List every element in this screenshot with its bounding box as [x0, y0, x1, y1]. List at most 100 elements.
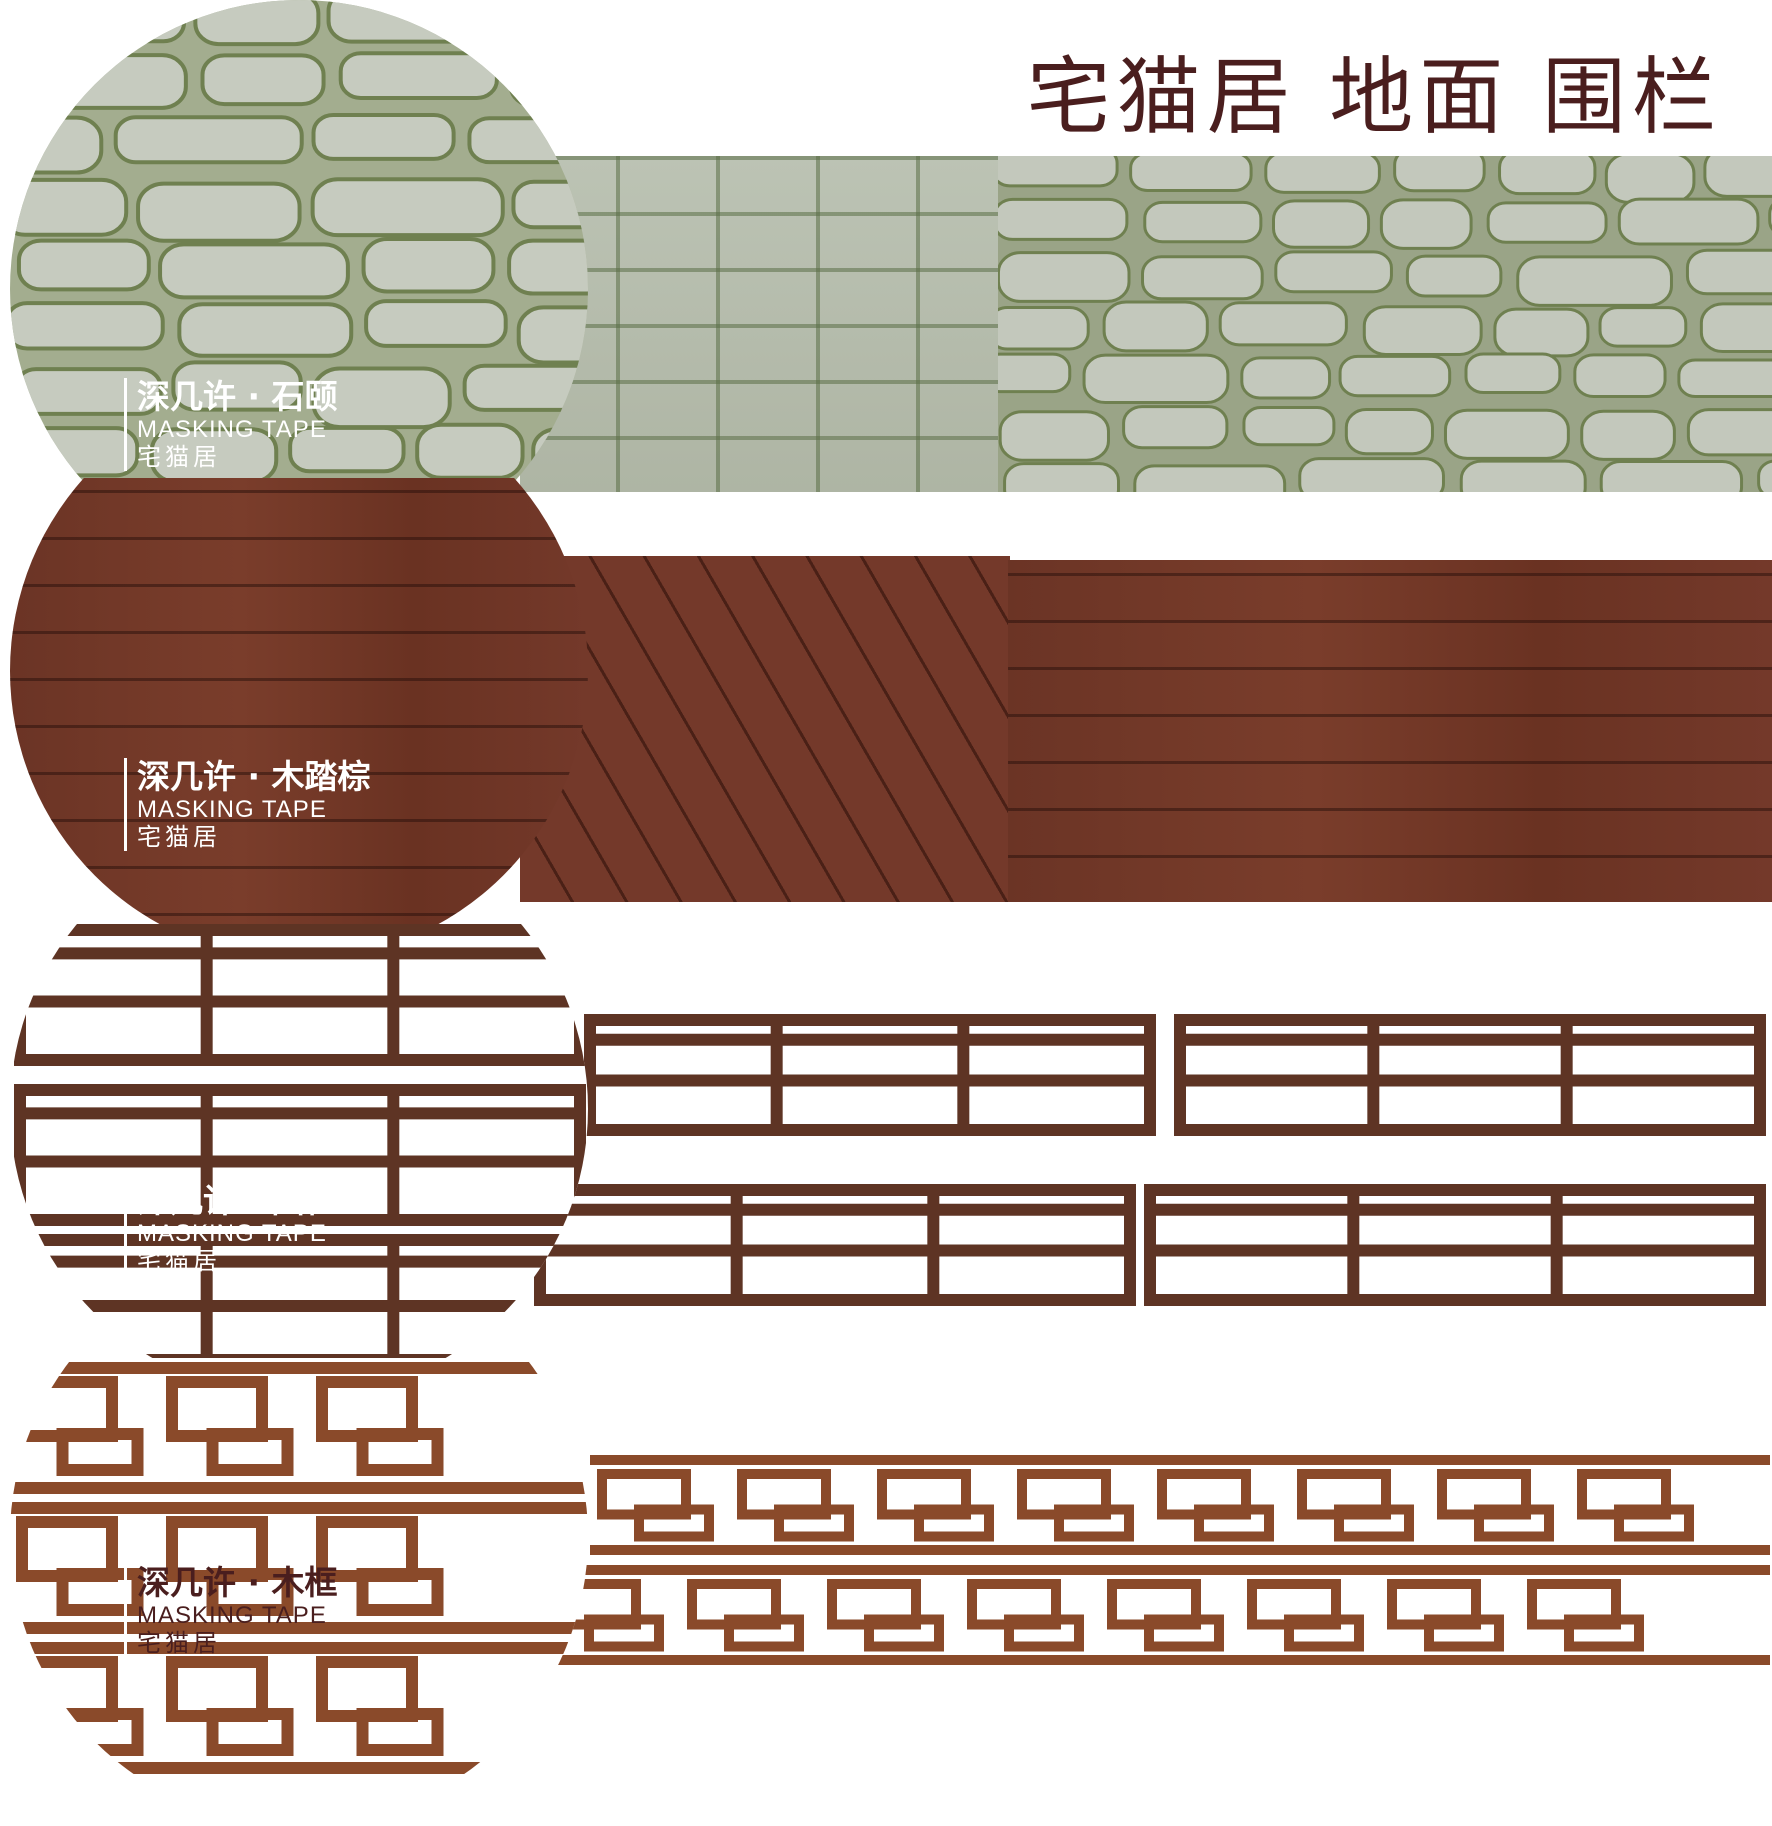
stone — [511, 179, 588, 230]
stone — [1242, 405, 1336, 447]
stone — [1298, 457, 1445, 492]
stone — [364, 299, 508, 348]
stone — [1573, 353, 1667, 399]
stone-tile-strip — [520, 156, 998, 492]
stone — [326, 0, 522, 44]
tape-name: 深几许 · 石颐 — [137, 377, 338, 416]
stone — [531, 0, 588, 48]
stone — [462, 363, 588, 412]
stone — [1598, 306, 1688, 348]
stone — [1143, 200, 1263, 244]
tape-name: 深几许 · 围栏 — [137, 1181, 338, 1220]
wood-diagonal-strip — [520, 556, 1010, 902]
stone — [1405, 254, 1503, 298]
stone — [338, 51, 499, 101]
stone — [1685, 248, 1772, 296]
stone — [998, 156, 1119, 188]
tape-roll-railing: 深几许 · 围栏 MASKING TAPE 宅猫居 — [10, 924, 588, 1398]
stone — [1274, 250, 1393, 294]
stone — [998, 305, 1090, 351]
wood-plank-strip — [1008, 560, 1772, 902]
stone — [136, 181, 302, 243]
tape-brand: 宅猫居 — [137, 1246, 221, 1275]
stone — [17, 0, 187, 44]
stone — [171, 360, 303, 412]
stone — [113, 115, 304, 165]
stone — [1604, 156, 1696, 204]
stone — [310, 177, 505, 238]
tape-brand: 宅猫居 — [137, 1628, 221, 1657]
stone — [998, 410, 1110, 462]
stone — [10, 177, 129, 237]
stone — [1699, 302, 1772, 354]
stone — [998, 251, 1131, 303]
tape-subtitle: MASKING TAPE — [137, 1601, 327, 1629]
stone — [1240, 356, 1332, 400]
stone — [1580, 409, 1676, 461]
tape-label: 深几许 · 木框 MASKING TAPE 宅猫居 — [124, 1563, 338, 1658]
tape-roll-lattice: 深几许 · 木框 MASKING TAPE 宅猫居 — [10, 1358, 588, 1826]
stone — [1493, 307, 1590, 358]
tape-label: 深几许 · 木踏棕 MASKING TAPE 宅猫居 — [124, 757, 371, 852]
stone — [1486, 201, 1608, 244]
stone — [1599, 460, 1744, 492]
stone — [467, 116, 588, 165]
stone — [10, 301, 165, 351]
tape-label: 深几许 · 石颐 MASKING TAPE 宅猫居 — [124, 377, 338, 472]
stone — [1757, 459, 1772, 492]
stone — [1686, 408, 1772, 457]
stone — [16, 238, 151, 292]
stone — [516, 305, 588, 365]
stone — [10, 115, 104, 175]
stone — [1338, 354, 1452, 398]
tape-brand: 宅猫居 — [137, 442, 221, 471]
railing-strips — [534, 1014, 1766, 1306]
stone — [288, 425, 406, 474]
stone — [1133, 464, 1287, 492]
stone — [1617, 197, 1760, 246]
stone — [1129, 156, 1253, 192]
tape-brand: 宅猫居 — [137, 822, 221, 851]
stone — [10, 426, 140, 478]
tape-roll-wood: 深几许 · 木踏棕 MASKING TAPE 宅猫居 — [10, 478, 588, 960]
stone — [1379, 198, 1473, 250]
stone — [1459, 459, 1587, 492]
stone — [1362, 305, 1483, 356]
stone — [177, 302, 354, 358]
tape-subtitle: MASKING TAPE — [137, 415, 327, 443]
stone — [508, 54, 588, 108]
stone — [1082, 353, 1230, 405]
tape-subtitle: MASKING TAPE — [137, 1219, 327, 1247]
stone — [193, 0, 321, 47]
stone — [507, 238, 588, 296]
tape-label: 深几许 · 围栏 MASKING TAPE 宅猫居 — [124, 1181, 338, 1276]
tape-subtitle: MASKING TAPE — [137, 795, 327, 823]
stone — [1703, 156, 1772, 198]
stone — [1218, 301, 1348, 347]
stone — [1443, 408, 1570, 460]
stone — [1264, 156, 1381, 194]
stone — [1344, 408, 1434, 456]
stone — [1122, 405, 1229, 450]
stone — [1464, 352, 1562, 395]
stone — [1271, 199, 1371, 249]
stone — [1516, 255, 1673, 307]
tape-name: 深几许 · 木框 — [137, 1563, 338, 1602]
stone — [998, 352, 1072, 394]
stone — [1393, 156, 1486, 193]
stone — [531, 427, 588, 482]
stone — [1677, 358, 1772, 399]
page-title: 宅猫居 地面 围栏 — [1026, 48, 1722, 146]
stone — [415, 422, 525, 480]
tape-name: 深几许 · 木踏棕 — [137, 757, 371, 796]
stone — [361, 237, 496, 294]
stone — [158, 242, 350, 300]
stone — [1768, 203, 1772, 231]
stone — [1102, 300, 1209, 353]
stone — [1003, 462, 1121, 492]
stone — [998, 197, 1129, 241]
stone-path-strip — [998, 156, 1772, 492]
stone — [311, 113, 456, 161]
stone — [10, 53, 188, 110]
stone — [1141, 255, 1264, 301]
